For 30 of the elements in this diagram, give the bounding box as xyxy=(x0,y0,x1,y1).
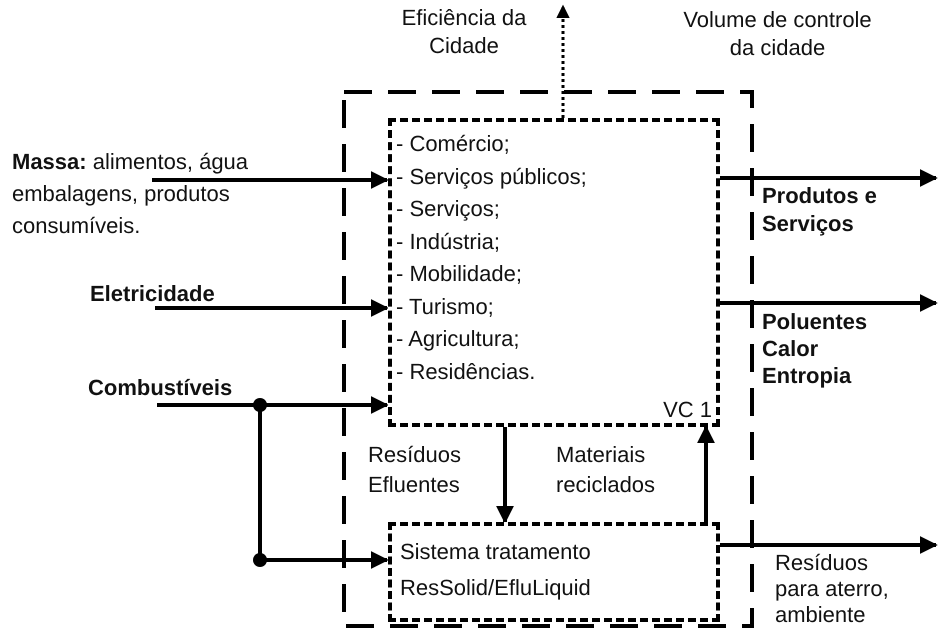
sector-item: - Serviços; xyxy=(396,195,501,223)
sector-item: - Comércio; xyxy=(396,130,511,158)
sector-item: - Indústria; xyxy=(396,228,501,256)
edge-label: Produtos e Serviços xyxy=(762,182,878,238)
edge-label: Poluentes Calor Entropia xyxy=(762,308,868,389)
sector-item: - Mobilidade; xyxy=(396,260,523,288)
arrow xyxy=(152,171,389,189)
control-volume-title: Volume de controle da cidade xyxy=(682,6,873,62)
arrow xyxy=(496,427,514,524)
city-sectors-box xyxy=(388,118,720,427)
edge-label: Eficiência da Cidade xyxy=(400,4,528,60)
edge-label: Materiais reciclados xyxy=(556,441,656,499)
input-label: Eletricidade xyxy=(90,278,260,306)
sector-item: - Residências. xyxy=(396,358,536,386)
sector-item: - Turismo; xyxy=(396,292,495,320)
box-text: Sistema tratamento ResSolid/EfluLiquid xyxy=(399,538,592,602)
arrow xyxy=(720,169,938,187)
box-tag: VC 1 xyxy=(663,397,712,423)
sector-item: - Serviços públicos; xyxy=(396,162,588,191)
treatment-system-box xyxy=(388,522,720,622)
arrow xyxy=(697,425,715,522)
edge-label: Resíduos para aterro, ambiente xyxy=(775,550,890,628)
edge-label: Resíduos Efluentes xyxy=(368,441,462,499)
sector-item: - Agricultura; xyxy=(396,325,520,353)
arrow xyxy=(720,294,938,312)
arrow xyxy=(556,4,570,118)
arrow xyxy=(155,299,389,317)
input-label: Massa: alimentos, água embalagens, produtos consumíveis. xyxy=(12,146,334,242)
input-label: Combustíveis xyxy=(88,372,288,402)
arrow xyxy=(720,536,938,554)
